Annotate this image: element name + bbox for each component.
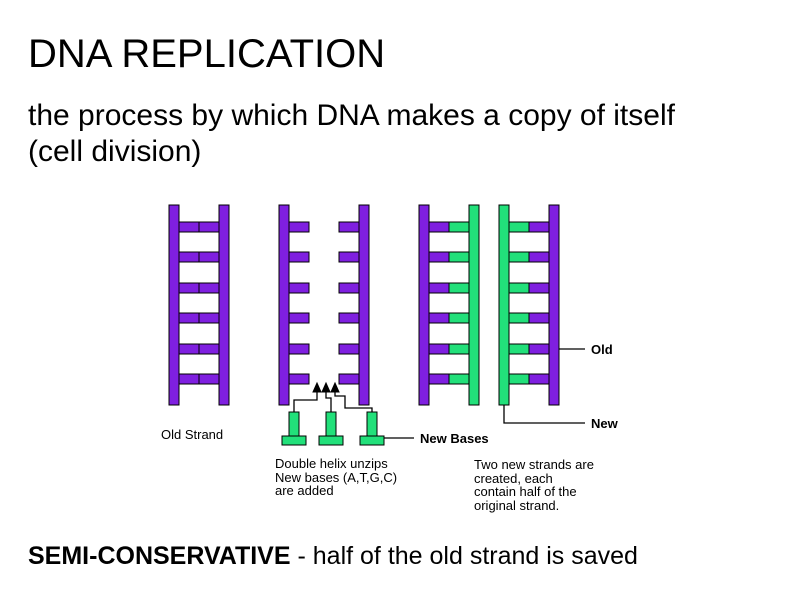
separated-base [288, 312, 310, 324]
unzipped-dna-ladder [278, 204, 370, 406]
old-base [428, 312, 450, 324]
label-leader-lines [384, 348, 585, 439]
base-pair-half [178, 343, 200, 355]
new-base [508, 282, 530, 294]
new-base [448, 282, 470, 294]
separated-base [288, 343, 310, 355]
old-base [528, 251, 550, 263]
new-base [448, 343, 470, 355]
base-pair-half [178, 221, 200, 233]
new-base [448, 251, 470, 263]
two-strands-caption: Two new strands are created, each contai… [474, 458, 594, 512]
base-pair-half [198, 251, 220, 263]
free-base-block [359, 435, 385, 446]
base-pair-half [198, 282, 220, 294]
new-strand-backbone [498, 204, 510, 406]
page-title: DNA REPLICATION [28, 32, 386, 76]
strand-backbone [278, 204, 290, 406]
separated-base [338, 343, 360, 355]
replicated-dna-ladders [418, 204, 560, 406]
arrow-head [321, 381, 331, 393]
base-pair-half [178, 251, 200, 263]
separated-base [338, 282, 360, 294]
separated-base [338, 312, 360, 324]
old-base [528, 343, 550, 355]
base-pair-half [178, 282, 200, 294]
strand-backbone [168, 204, 180, 406]
separated-base [338, 373, 360, 385]
old-base [428, 343, 450, 355]
new-leader [503, 405, 585, 424]
separated-base [288, 373, 310, 385]
old-base [428, 251, 450, 263]
unzip-caption-line: New bases (A,T,G,C) [275, 469, 398, 485]
old-base [528, 282, 550, 294]
new-bases-label: New Bases [420, 431, 489, 446]
new-label: New [591, 416, 618, 431]
free-new-bases [281, 411, 385, 446]
old-base [428, 282, 450, 294]
new-base [508, 221, 530, 233]
old-strand-backbone [418, 204, 430, 406]
base-pair-half [198, 312, 220, 324]
arrow-head [312, 381, 322, 393]
separated-base [288, 282, 310, 294]
free-base-stem [325, 411, 337, 437]
new-base [508, 251, 530, 263]
original-dna-ladder [168, 204, 230, 406]
old-base [428, 373, 450, 385]
unzip-caption: Double helix unzips New bases (A,T,G,C) … [275, 457, 397, 498]
free-base-block [318, 435, 344, 446]
new-strand-backbone [468, 204, 480, 406]
two-strands-caption-line: Two new strands are [474, 457, 594, 472]
strand-backbone [358, 204, 370, 406]
two-strands-caption-line: original strand. [474, 497, 560, 513]
new-base [448, 373, 470, 385]
page-subtitle: the process by which DNA makes a copy of… [28, 98, 675, 170]
unzip-caption-line: Double helix unzips [275, 456, 388, 471]
old-base [428, 221, 450, 233]
free-base-stem [288, 411, 300, 437]
base-pair-half [198, 221, 220, 233]
base-pair-half [178, 312, 200, 324]
new-base [448, 312, 470, 324]
separated-base [338, 221, 360, 233]
subtitle-line-1: the process by which DNA makes a copy of… [28, 99, 675, 132]
footer-statement: SEMI-CONSERVATIVE - half of the old stra… [28, 540, 638, 572]
base-pair-half [178, 373, 200, 385]
new-base [508, 312, 530, 324]
base-pair-half [198, 373, 220, 385]
unzip-caption-line: are added [275, 483, 334, 498]
subtitle-line-2: (cell division) [28, 135, 202, 168]
two-strands-caption-line: created, each [474, 470, 553, 486]
old-base [528, 373, 550, 385]
strand-backbone [218, 204, 230, 406]
separated-base [288, 251, 310, 263]
old-strand-backbone [548, 204, 560, 406]
separated-base [338, 251, 360, 263]
old-base [528, 221, 550, 233]
old-base [528, 312, 550, 324]
two-strands-caption-line: contain half of the [474, 484, 577, 499]
old-label: Old [591, 342, 613, 357]
arrow-line [334, 392, 373, 412]
new-base [508, 373, 530, 385]
old-strand-label: Old Strand [161, 427, 224, 442]
semi-conservative-term: SEMI-CONSERVATIVE [28, 542, 291, 570]
base-pair-half [198, 343, 220, 355]
arrow-line [293, 392, 318, 412]
arrow-head [330, 381, 340, 393]
base-insertion-arrows [293, 381, 373, 412]
separated-base [288, 221, 310, 233]
free-base-stem [366, 411, 378, 437]
arrow-line [325, 392, 332, 412]
new-base [508, 343, 530, 355]
new-base [448, 221, 470, 233]
free-base-block [281, 435, 307, 446]
footer-rest: - half of the old strand is saved [290, 542, 638, 570]
